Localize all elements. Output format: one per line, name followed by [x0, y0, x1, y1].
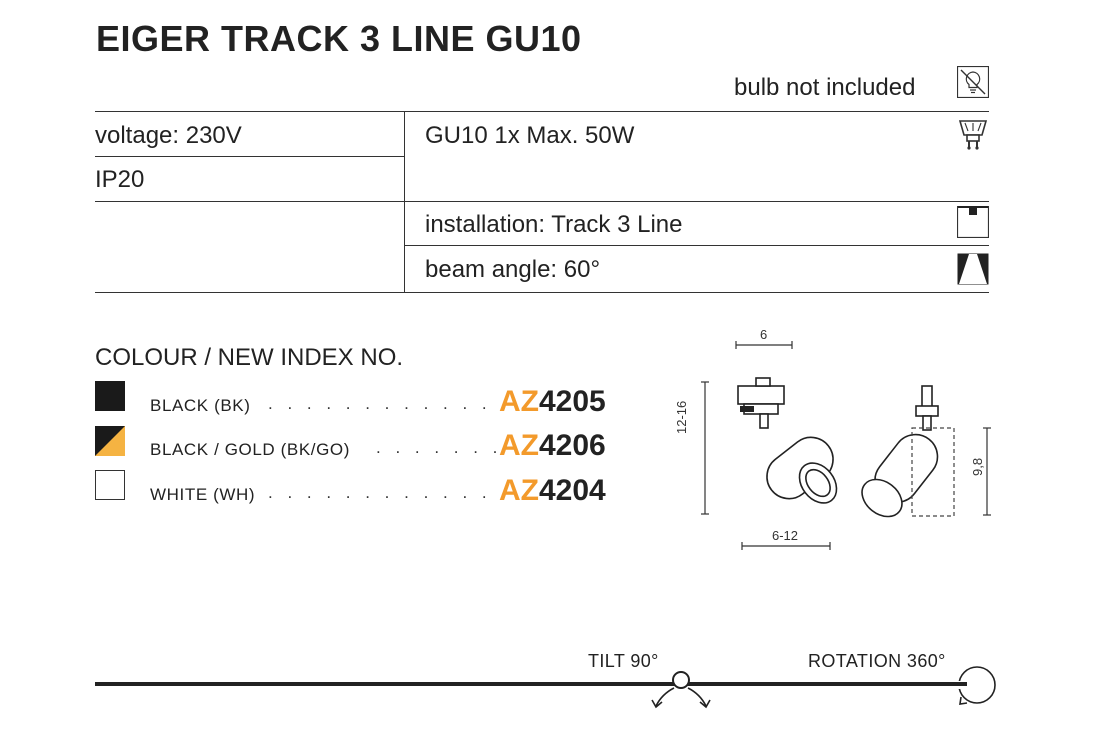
table-bottom-rule [95, 292, 989, 293]
index-prefix: AZ [499, 385, 539, 418]
dim-side-label: 9,8 [970, 457, 985, 476]
colour-section-title: COLOUR / NEW INDEX NO. [95, 344, 404, 371]
table-divider [404, 111, 405, 292]
table-rule [404, 245, 989, 246]
tilt-icon [648, 668, 714, 717]
dim-height-label: 12-16 [674, 400, 689, 434]
spec-ip: IP20 [95, 166, 145, 193]
index-prefix: AZ [499, 429, 539, 462]
leader-dots: . . . . . . . . . . . . . . [268, 483, 531, 502]
index-code-black: AZ4205 [499, 385, 606, 419]
table-rule [95, 156, 404, 157]
rotation-icon [955, 663, 1001, 714]
colour-name-black: BLACK (BK) [150, 396, 251, 415]
bulb-crossed-icon [956, 65, 990, 103]
dim-width-label: 6-12 [772, 528, 799, 543]
rotation-label: ROTATION 360° [808, 651, 946, 671]
dimension-drawing [701, 341, 991, 550]
track-mount-icon [956, 205, 990, 243]
index-code-white: AZ4204 [499, 474, 606, 508]
leader-dots: . . . . . . . . . . . . . . [268, 394, 531, 413]
swatch-black-gold [95, 426, 125, 456]
swatch-white [95, 470, 125, 500]
index-number: 4204 [539, 474, 606, 507]
spec-bulb: GU10 1x Max. 50W [425, 122, 635, 149]
gu10-bulb-icon [957, 118, 989, 157]
index-number: 4206 [539, 429, 606, 462]
colour-name-black-gold: BLACK / GOLD (BK/GO) [150, 440, 350, 459]
leader-dots: . . . . . . . [376, 438, 503, 457]
table-top-rule [95, 111, 989, 112]
bottom-bar [95, 682, 965, 686]
spec-installation: installation: Track 3 Line [425, 211, 683, 238]
tilt-label: TILT 90° [588, 651, 659, 671]
colour-name-white: WHITE (WH) [150, 485, 256, 504]
index-code-black-gold: AZ4206 [499, 429, 606, 463]
index-prefix: AZ [499, 474, 539, 507]
dim-top-label: 6 [760, 327, 768, 342]
product-title: EIGER TRACK 3 LINE GU10 [96, 18, 582, 59]
table-rule [95, 201, 989, 202]
spec-beam: beam angle: 60° [425, 256, 601, 283]
beam-angle-icon [957, 253, 989, 290]
swatch-black [95, 381, 125, 411]
spec-voltage: voltage: 230V [95, 122, 242, 149]
bulb-note: bulb not included [734, 74, 916, 101]
index-number: 4205 [539, 385, 606, 418]
